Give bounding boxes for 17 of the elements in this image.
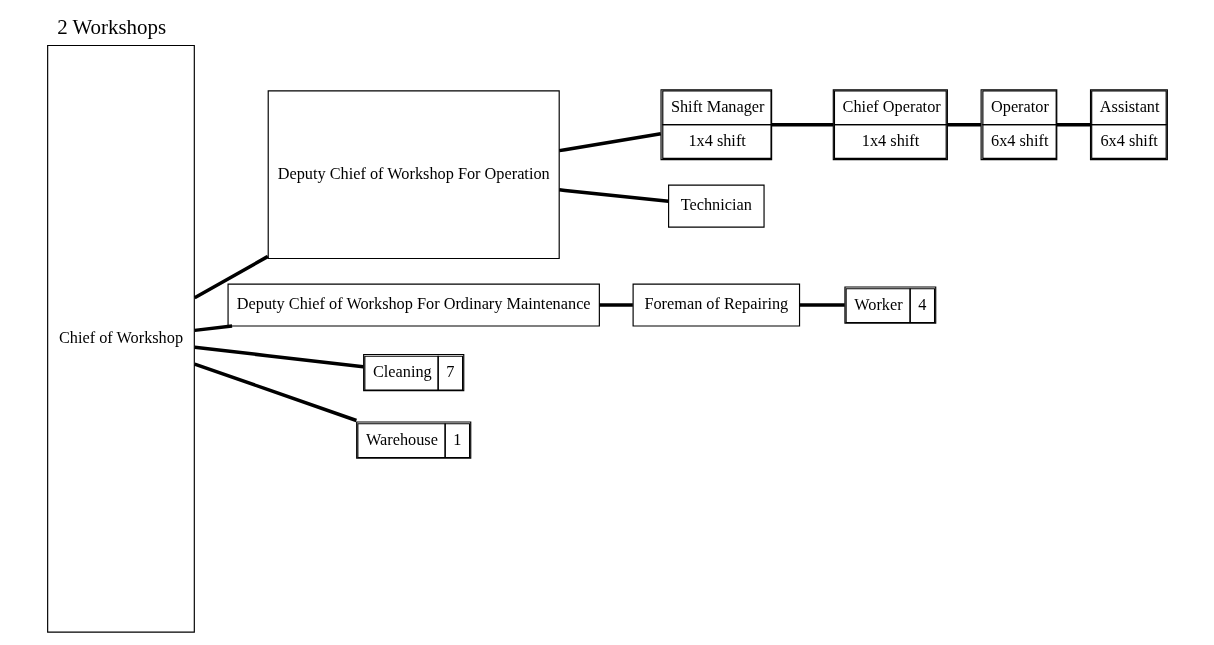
connector bbox=[193, 362, 357, 423]
node-box: Foreman of Repairing bbox=[632, 283, 800, 327]
connector bbox=[193, 324, 232, 333]
node-box: Deputy Chief of Workshop For Operation bbox=[267, 90, 560, 260]
connector bbox=[558, 131, 661, 153]
connector bbox=[558, 188, 669, 203]
connector bbox=[1056, 122, 1090, 127]
connector bbox=[193, 254, 269, 300]
node-box: Technician bbox=[667, 184, 765, 228]
connector bbox=[599, 303, 633, 307]
node-box: Chief of Workshop bbox=[46, 44, 195, 633]
node-box: Deputy Chief of Workshop For Ordinary Maintenance bbox=[227, 283, 600, 327]
connector bbox=[947, 122, 981, 127]
connector bbox=[193, 345, 363, 369]
connector bbox=[799, 303, 845, 307]
connector bbox=[771, 122, 833, 127]
diagram-title: 2 Workshops bbox=[56, 15, 166, 40]
